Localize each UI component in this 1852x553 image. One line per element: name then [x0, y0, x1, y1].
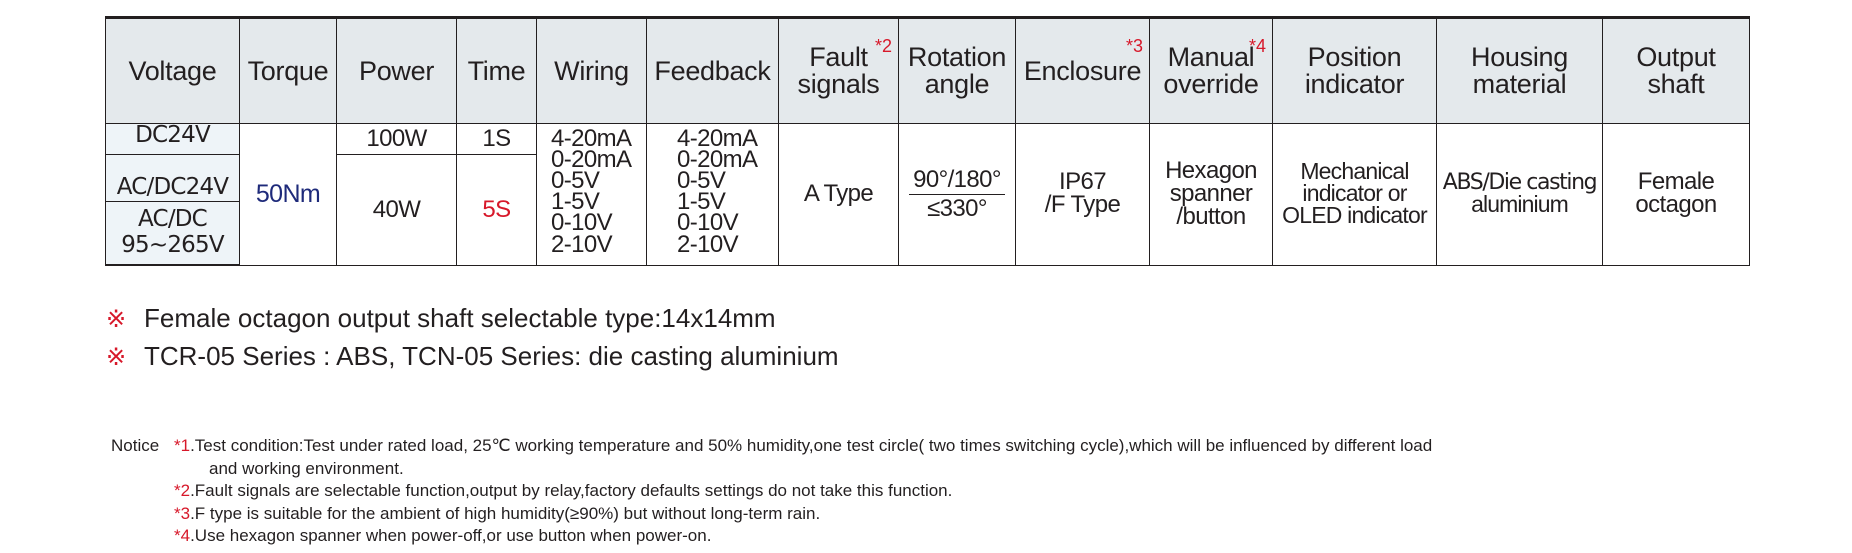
manual-override-value: Hexagon spanner /button	[1149, 123, 1273, 266]
table-row: AC/DC24V 40W 5S	[105, 154, 1750, 266]
footnote-marker: *2	[874, 36, 892, 56]
enclosure-value: IP67 /F Type	[1015, 123, 1150, 266]
power-100w: 100W	[336, 123, 457, 155]
reference-mark-icon: ※	[106, 306, 127, 333]
wiring-options: 4-20mA 0-20mA 0-5V 1-5V 0-10V 2-10V	[536, 123, 647, 266]
remark-item: ※TCR-05 Series : ABS, TCN-05 Series: die…	[106, 338, 839, 376]
output-shaft-value: Female octagon	[1602, 123, 1750, 266]
notice-section: Notice*1.Test condition:Test under rated…	[111, 435, 1432, 548]
footnote-marker: *4	[1248, 36, 1266, 56]
voltage-dc24v: DC24V	[105, 123, 240, 155]
position-indicator-value: Mechanical indicator or OLED indicator	[1272, 123, 1437, 266]
torque-value: 50Nm	[239, 123, 337, 266]
header-manual-override: *4 Manual override	[1149, 16, 1273, 124]
header-torque: Torque	[239, 16, 337, 124]
housing-material-value: ABS/Die casting aluminium	[1436, 123, 1603, 266]
notice-item-1: Notice*1.Test condition:Test under rated…	[111, 435, 1432, 458]
voltage-acdc24v: AC/DC24V	[105, 154, 240, 202]
remark-item: ※Female octagon output shaft selectable …	[106, 300, 839, 338]
time-1s: 1S	[456, 123, 537, 155]
notice-label: Notice	[111, 436, 160, 455]
header-time: Time	[456, 16, 537, 124]
power-40w: 40W	[336, 154, 457, 266]
feedback-options: 4-20mA 0-20mA 0-5V 1-5V 0-10V 2-10V	[646, 123, 779, 266]
notice-item-4: *4.Use hexagon spanner when power-off,or…	[174, 526, 712, 545]
header-feedback: Feedback	[646, 16, 779, 124]
header-row: Voltage Torque Power Time Wiring Feedbac…	[105, 16, 1750, 124]
footnote-marker: *3	[1125, 36, 1143, 56]
header-rotation-angle: Rotation angle	[898, 16, 1016, 124]
header-enclosure: *3 Enclosure	[1015, 16, 1150, 124]
rotation-angle-value: 90°/180° ≤330°	[898, 123, 1016, 266]
notice-item-1-continued: and working environment.	[209, 458, 404, 478]
header-fault-signals: *2 Fault signals	[778, 16, 899, 124]
voltage-acdc-95-265v: AC/DC 95~265V	[105, 201, 240, 266]
spec-table: Voltage Torque Power Time Wiring Feedbac…	[105, 16, 1750, 266]
header-wiring: Wiring	[536, 16, 647, 124]
reference-mark-icon: ※	[106, 344, 127, 371]
header-output-shaft: Output shaft	[1602, 16, 1750, 124]
time-5s: 5S	[456, 154, 537, 266]
table-row: AC/DC 95~265V	[105, 201, 1750, 266]
table-row: DC24V 50Nm 100W 1S 4-20mA 0-20mA 0-5V 1-…	[105, 123, 1750, 266]
header-power: Power	[336, 16, 457, 124]
notice-item-3: *3.F type is suitable for the ambient of…	[174, 503, 821, 523]
fault-signals-value: A Type	[778, 123, 899, 266]
remarks: ※Female octagon output shaft selectable …	[106, 300, 839, 376]
header-position-indicator: Position indicator	[1272, 16, 1437, 124]
header-housing-material: Housing material	[1436, 16, 1603, 124]
header-voltage: Voltage	[105, 16, 240, 124]
notice-item-2: *2.Fault signals are selectable function…	[174, 481, 953, 500]
